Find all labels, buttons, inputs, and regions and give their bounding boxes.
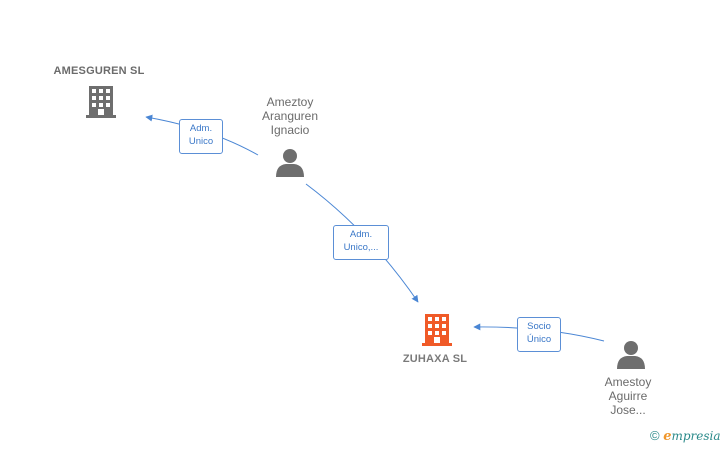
edge-label-line: Unico	[188, 136, 214, 147]
edge-label-adm-unico[interactable]: Adm. Unico	[179, 119, 223, 154]
person-icon[interactable]	[276, 149, 304, 177]
copyright-symbol: ©	[650, 428, 660, 443]
logo-text: mpresia	[671, 429, 721, 443]
person-icon[interactable]	[617, 341, 645, 369]
person-label-line: Aranguren	[261, 109, 319, 123]
logo-e: e	[663, 429, 672, 444]
person-label-line: Ameztoy	[266, 95, 314, 109]
edge-label-line: Único	[526, 334, 552, 345]
edge-label-line: Adm.	[349, 229, 373, 240]
person-label-ameztoy[interactable]: Ameztoy Aranguren Ignacio	[240, 95, 340, 137]
edge-label-line: Adm.	[189, 123, 213, 134]
company-label-amesguren[interactable]: AMESGUREN SL	[53, 65, 145, 77]
building-icon[interactable]	[86, 84, 116, 118]
person-label-line: Jose...	[610, 403, 646, 417]
edge-label-line: Unico,...	[343, 242, 379, 253]
person-label-line: Aguirre	[608, 389, 648, 403]
edge-label-socio-unico[interactable]: Socio Único	[517, 317, 561, 352]
person-label-line: Ignacio	[270, 123, 310, 137]
company-label-zuhaxa[interactable]: ZUHAXA SL	[402, 353, 468, 365]
edge-label-adm-unico-multi[interactable]: Adm. Unico,...	[333, 225, 389, 260]
empresia-logo[interactable]: © empresia	[650, 428, 721, 444]
person-label-amestoy[interactable]: Amestoy Aguirre Jose...	[578, 375, 678, 417]
person-label-line: Amestoy	[604, 375, 652, 389]
edge-label-line: Socio	[527, 321, 551, 332]
building-icon-highlighted[interactable]	[422, 314, 452, 346]
